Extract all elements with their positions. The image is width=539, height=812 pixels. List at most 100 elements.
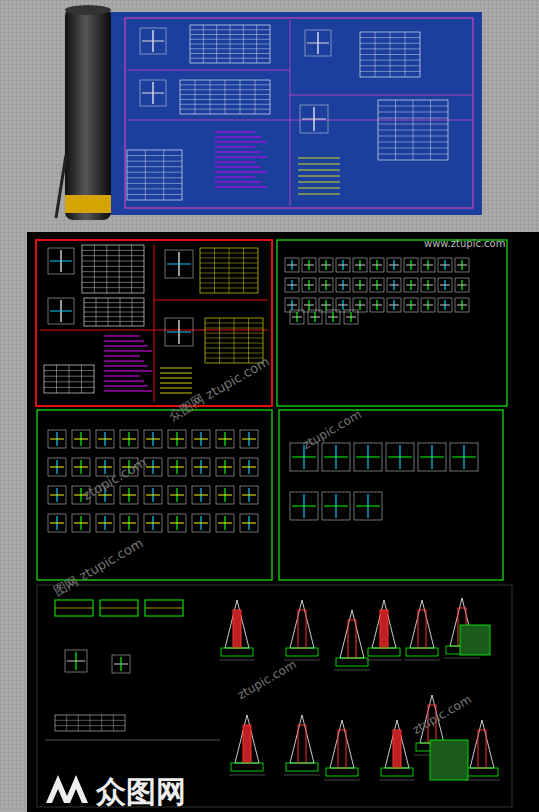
pen: [56, 155, 66, 218]
cad-stroke: [390, 32, 391, 77]
cad-stroke: [440, 305, 450, 306]
cad-stroke: [122, 495, 136, 496]
cad-stroke: [319, 278, 333, 292]
cad-stroke: [218, 495, 232, 496]
cad-stroke: [336, 658, 368, 666]
cad-stroke: [168, 486, 186, 504]
sheet-frame: [125, 18, 473, 208]
cad-stroke: [160, 378, 192, 379]
cad-stroke: [215, 182, 261, 183]
cad-stroke: [450, 443, 478, 471]
cad-stroke: [100, 608, 138, 609]
cad-stroke: [113, 715, 114, 731]
cad-stroke: [308, 310, 322, 324]
green-frame: [277, 240, 507, 406]
cad-stroke: [466, 768, 498, 776]
cad-stroke: [145, 600, 183, 616]
cad-stroke: [50, 311, 72, 312]
roll-band: [65, 195, 111, 213]
cad-stroke: [478, 730, 486, 768]
cad-stroke: [307, 43, 329, 44]
cad-stroke: [387, 258, 401, 272]
cad-stroke: [324, 506, 348, 507]
cad-stroke: [72, 514, 90, 532]
cad-stroke: [243, 25, 244, 63]
cad-stroke: [286, 648, 318, 656]
blue-sheet: [110, 12, 482, 215]
cad-stroke: [368, 648, 400, 656]
cad-stroke: [215, 152, 261, 153]
cad-stroke: [404, 258, 418, 272]
cad-stroke: [285, 258, 299, 272]
cad-stroke: [216, 430, 234, 448]
cad-stroke: [404, 660, 440, 661]
cad-stroke: [215, 177, 255, 178]
cad-stroke: [225, 600, 249, 648]
cad-stroke: [82, 287, 144, 288]
cad-stroke: [72, 430, 90, 448]
cad-stroke: [48, 430, 66, 448]
cad-stroke: [344, 310, 358, 324]
cad-stroke: [353, 258, 367, 272]
cad-stroke: [127, 150, 182, 200]
cad-stroke: [319, 258, 333, 272]
cad-stroke: [50, 523, 64, 524]
cad-stroke: [240, 430, 258, 448]
cad-stroke: [304, 265, 314, 266]
cad-stroke: [322, 492, 350, 520]
cad-stroke: [298, 170, 340, 171]
cad-stroke: [82, 250, 144, 251]
cad-stroke: [81, 365, 82, 393]
cad-stroke: [127, 194, 182, 195]
cad-stroke: [67, 661, 85, 662]
cad-stroke: [360, 32, 420, 77]
cad-stroke: [104, 336, 140, 337]
cad-stroke: [170, 523, 184, 524]
cad-stroke: [336, 278, 350, 292]
cad-stroke: [372, 305, 382, 306]
cad-stroke: [240, 458, 258, 476]
cad-stroke: [84, 316, 144, 317]
cad-stroke: [194, 495, 208, 496]
cad-stroke: [353, 278, 367, 292]
cad-stroke: [163, 150, 164, 200]
cad-stroke: [216, 458, 234, 476]
cad-stroke: [194, 439, 208, 440]
cad-stroke: [69, 365, 70, 393]
cad-stroke: [248, 318, 249, 363]
cad-stroke: [421, 278, 435, 292]
cad-stroke: [326, 768, 358, 776]
cad-stroke: [219, 660, 255, 661]
cad-stroke: [372, 265, 382, 266]
cad-stroke: [160, 388, 192, 389]
cad-stroke: [229, 775, 265, 776]
cad-stroke: [146, 439, 160, 440]
cad-stroke: [387, 278, 401, 292]
cad-stroke: [74, 523, 88, 524]
cad-stroke: [338, 305, 348, 306]
cad-stroke: [338, 730, 346, 768]
cad-stroke: [200, 248, 258, 293]
cad-stroke: [287, 265, 297, 266]
cad-stroke: [131, 245, 132, 293]
cad-stroke: [215, 187, 267, 188]
cad-stroke: [305, 30, 331, 56]
bottom-sheet: [37, 585, 512, 807]
cad-stroke: [170, 467, 184, 468]
cad-stroke: [215, 147, 255, 148]
cad-stroke: [290, 310, 304, 324]
cad-stroke: [410, 600, 434, 648]
cad-stroke: [101, 715, 102, 731]
cad-stroke: [122, 523, 136, 524]
cad-stroke: [256, 25, 257, 63]
cad-stroke: [404, 278, 418, 292]
cad-stroke: [372, 600, 396, 648]
cad-stroke: [242, 467, 256, 468]
black-sheet: [27, 232, 539, 812]
cad-stroke: [387, 298, 401, 312]
cad-stroke: [455, 278, 469, 292]
logo-text: 众图网: [96, 772, 186, 812]
cad-stroke: [286, 763, 318, 771]
